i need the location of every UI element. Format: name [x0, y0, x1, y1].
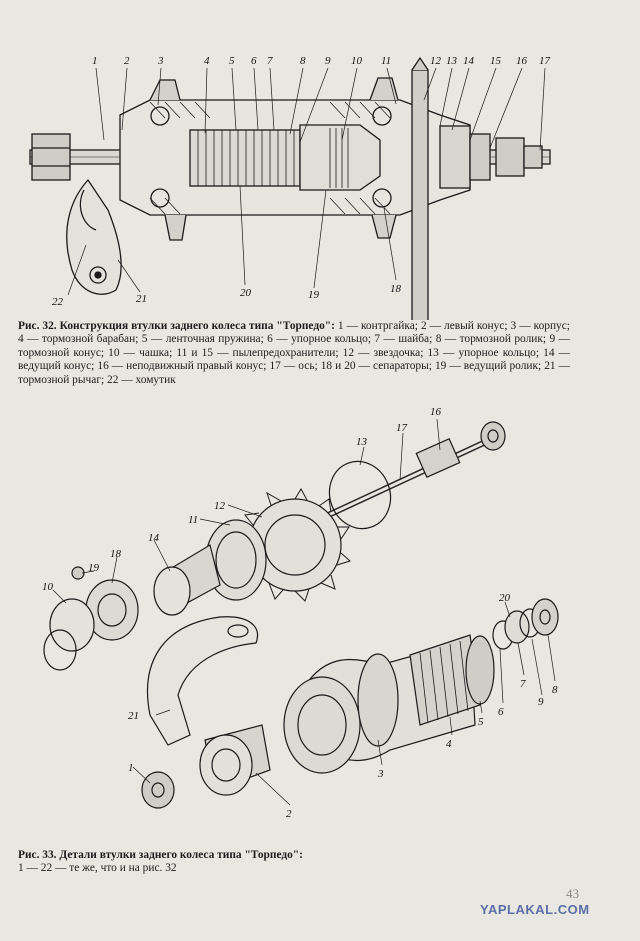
- callout-21: 21: [128, 710, 139, 722]
- callout-10: 10: [42, 581, 54, 593]
- callout-18: 18: [390, 283, 402, 295]
- callout-5: 5: [478, 716, 484, 728]
- callout-16: 16: [516, 55, 528, 67]
- callout-4: 4: [446, 738, 452, 750]
- callout-9: 9: [538, 696, 544, 708]
- figure1-caption-title: Рис. 32. Конструкция втулки заднего коле…: [18, 320, 335, 332]
- figure2-callouts: 16 17 13 12 11 14 18 19 10 21 20 7 9 8 6…: [42, 406, 558, 820]
- callout-5: 5: [229, 55, 235, 67]
- callout-16: 16: [430, 406, 442, 418]
- callout-15: 15: [490, 55, 502, 67]
- callout-6: 6: [251, 55, 257, 67]
- callout-7: 7: [520, 678, 526, 690]
- figure1-caption: Рис. 32. Конструкция втулки заднего коле…: [18, 320, 570, 387]
- callout-7: 7: [267, 55, 273, 67]
- callout-10: 10: [351, 55, 363, 67]
- hub-cross-section-drawing: 1 2 3 4 5 6 7 8 9 10 11 12 13 14 15 16 1…: [29, 55, 551, 320]
- callout-21: 21: [136, 293, 147, 305]
- callout-4: 4: [204, 55, 210, 67]
- callout-2: 2: [286, 808, 292, 820]
- callout-13: 13: [446, 55, 458, 67]
- callout-11: 11: [188, 514, 198, 526]
- figure2-caption: Рис. 33. Детали втулки заднего колеса ти…: [18, 849, 570, 876]
- callout-20: 20: [499, 592, 511, 604]
- callout-9: 9: [325, 55, 331, 67]
- page-number: 43: [566, 886, 579, 901]
- callout-11: 11: [381, 55, 391, 67]
- callout-6: 6: [498, 706, 504, 718]
- callout-19: 19: [88, 562, 100, 574]
- callout-20: 20: [240, 287, 252, 299]
- site-watermark: YAPLAKAL.COM: [480, 902, 590, 917]
- figure1-caption-text: 1 — контргайка; 2 — левый конус; 3 — кор…: [18, 320, 570, 386]
- figure1-callouts: 1 2 3 4 5 6 7 8 9 10 11 12 13 14 15 16 1…: [52, 55, 551, 308]
- callout-14: 14: [463, 55, 475, 67]
- callout-1: 1: [92, 55, 98, 67]
- callout-22: 22: [52, 296, 64, 308]
- callout-14: 14: [148, 532, 160, 544]
- figure2-caption-text: 1 — 22 — те же, что и на рис. 32: [18, 862, 177, 875]
- callout-3: 3: [157, 55, 164, 67]
- callout-18: 18: [110, 548, 122, 560]
- callout-8: 8: [552, 684, 558, 696]
- callout-17: 17: [539, 55, 551, 67]
- callout-8: 8: [300, 55, 306, 67]
- figure2-caption-title: Рис. 33. Детали втулки заднего колеса ти…: [18, 849, 303, 861]
- callout-3: 3: [377, 768, 384, 780]
- callout-12: 12: [430, 55, 442, 67]
- callout-12: 12: [214, 500, 226, 512]
- callout-1: 1: [128, 762, 134, 774]
- callout-19: 19: [308, 289, 320, 301]
- callout-2: 2: [124, 55, 130, 67]
- callout-17: 17: [396, 422, 408, 434]
- hub-exploded-view-drawing: 16 17 13 12 11 14 18 19 10 21 20 7 9 8 6…: [42, 406, 559, 820]
- callout-13: 13: [356, 436, 368, 448]
